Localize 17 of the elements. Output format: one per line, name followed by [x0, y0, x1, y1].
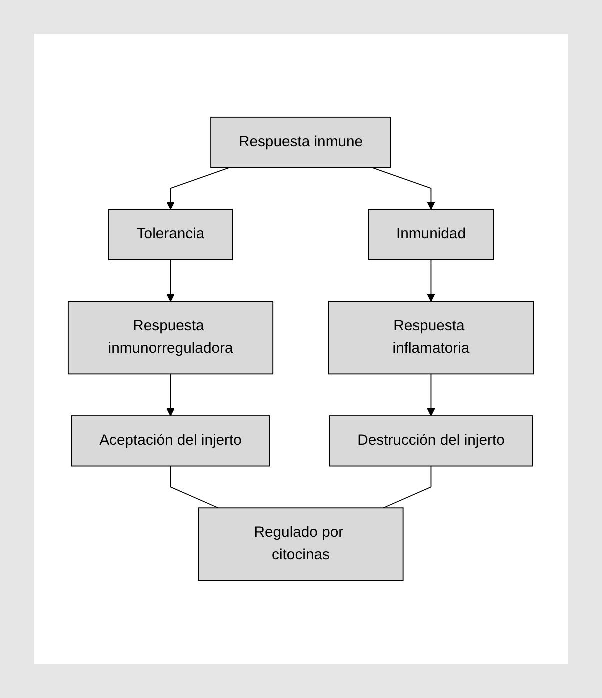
- connector: [170, 466, 219, 509]
- node-box: [329, 416, 534, 467]
- node-box: [71, 416, 270, 467]
- arrow: [166, 259, 175, 302]
- arrow: [166, 374, 175, 416]
- panel-background: Respuesta inmune Tolerancia Inmunidad Respuesta inmunorreguladora Respuesta inflamatoria Aceptación del injerto Destrucción del injerto Regulado por citocinas: [34, 34, 568, 664]
- node-box: [328, 301, 534, 375]
- node-box: [198, 508, 404, 582]
- arrow: [427, 259, 436, 302]
- node-box: [210, 116, 392, 168]
- node-box: [368, 209, 494, 260]
- node-box: [68, 301, 274, 375]
- arrow: [166, 167, 230, 210]
- arrow: [427, 374, 436, 416]
- node-box: [108, 209, 234, 260]
- connector: [383, 466, 432, 509]
- arrow: [372, 167, 436, 210]
